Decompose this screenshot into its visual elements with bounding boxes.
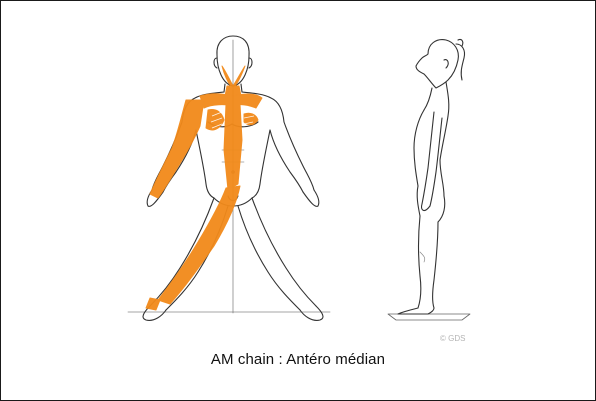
- side-figure: [388, 39, 470, 320]
- chain-foot: [146, 298, 160, 310]
- side-arm-front: [422, 112, 434, 204]
- side-leg-front: [418, 216, 421, 308]
- figure-caption: AM chain : Antéro médian: [0, 351, 596, 368]
- chain-pec-right: [244, 113, 258, 125]
- side-head: [416, 40, 458, 88]
- side-chest: [414, 110, 424, 186]
- side-ground: [388, 314, 470, 320]
- chain-sternum: [224, 104, 242, 190]
- side-hand: [421, 204, 430, 210]
- front-arm-right-outer: [284, 122, 314, 190]
- chain-arm-left: [150, 100, 204, 198]
- side-leg-back: [433, 222, 439, 308]
- front-torso-left: [196, 130, 214, 198]
- side-hip: [438, 196, 445, 222]
- side-belly: [417, 186, 420, 216]
- front-ear-right: [249, 58, 252, 68]
- front-foot-right: [300, 306, 323, 320]
- front-leg-right-inner: [238, 206, 300, 310]
- side-throat: [424, 88, 432, 110]
- front-arm-right-inner: [270, 130, 303, 192]
- front-hand-right: [303, 190, 319, 206]
- side-knee: [420, 252, 425, 262]
- chain-leg-diagonal: [158, 186, 240, 304]
- copyright-mark: © GDS: [440, 334, 465, 343]
- side-foot: [398, 308, 434, 314]
- front-ear-left: [214, 58, 217, 68]
- front-torso-right: [252, 130, 270, 198]
- side-ear: [444, 60, 448, 68]
- side-neck-back: [446, 82, 449, 116]
- am-chain-highlight: [146, 66, 262, 310]
- front-leg-right-outer: [252, 198, 316, 306]
